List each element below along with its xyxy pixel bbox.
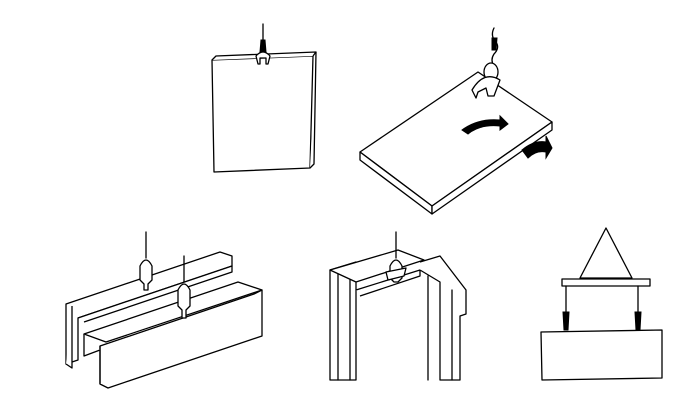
channel-beam-figure xyxy=(65,231,263,389)
lifting-hook-icon xyxy=(634,285,642,331)
vertical-plate xyxy=(211,55,314,173)
rotation-arrow-icon xyxy=(461,114,509,135)
plate-clamp-icon xyxy=(471,27,501,99)
sling-triangle xyxy=(579,227,633,279)
rotation-arrow-icon xyxy=(521,135,553,160)
horizontal-plate-figure xyxy=(359,27,553,215)
plate-clamp-icon xyxy=(255,23,271,65)
beam-clamp-icon xyxy=(177,255,191,319)
vertical-plate-figure xyxy=(211,23,317,173)
spreader-beam-figure xyxy=(540,227,663,381)
beam-clamp-icon xyxy=(139,231,153,291)
i-beam-figure xyxy=(329,231,467,381)
horizontal-plate xyxy=(359,71,553,207)
load-block xyxy=(540,329,663,381)
spreader-bar xyxy=(561,278,651,287)
beam-clamp-icon xyxy=(385,231,407,283)
lifting-hook-icon xyxy=(562,285,570,331)
